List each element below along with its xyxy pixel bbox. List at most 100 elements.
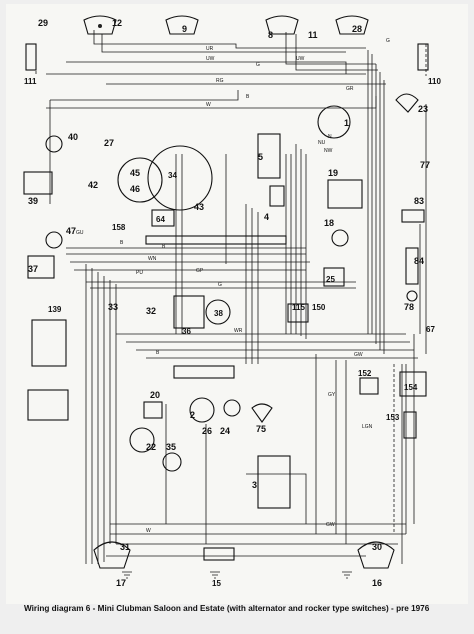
oil-switch-symbol [331, 229, 349, 247]
component-label: 24 [220, 426, 230, 436]
solenoid-symbol [257, 133, 281, 179]
wire-code: W [146, 528, 151, 534]
indicator-left-symbol [25, 43, 37, 71]
component-label: 33 [108, 302, 118, 312]
diagram-sheet [6, 4, 468, 604]
relay-symbol [269, 185, 285, 207]
distributor-symbol [45, 135, 63, 153]
wire-code: UR [206, 46, 214, 52]
component-label: 37 [28, 264, 38, 274]
switch-block-symbol [151, 209, 175, 227]
component-label: 78 [404, 302, 414, 312]
component-label: 28 [352, 24, 362, 34]
switch-83-symbol [401, 209, 425, 223]
component-label: 77 [420, 160, 430, 170]
component-label: 20 [150, 390, 160, 400]
component-label: 30 [372, 542, 382, 552]
rear-lamp-left-symbol [93, 541, 131, 569]
component-label: 16 [372, 578, 382, 588]
component-label: 25 [326, 275, 335, 284]
component-152-symbol [359, 377, 379, 395]
fan-motor-symbol [45, 231, 63, 249]
indicator-right-symbol [417, 43, 429, 71]
wire-code: N [328, 134, 332, 140]
wiring-diagram: 29 12 9 8 11 28 111 110 23 1 40 27 5 77 … [23, 15, 441, 588]
wire-code: B [120, 240, 124, 246]
wire-code: GU [76, 230, 84, 236]
headlamp-right-symbol [335, 15, 369, 35]
wire-codes: G UR UW G RG W B N UW GR B NU NW WN G PU… [76, 38, 390, 534]
component-label: 5 [258, 152, 263, 162]
lamp-78-symbol [406, 290, 418, 302]
component-153-symbol [403, 411, 417, 439]
component-label: 64 [156, 215, 165, 224]
component-label: 42 [88, 180, 98, 190]
component-label: 158 [112, 223, 126, 232]
speedometer-symbol [147, 145, 213, 211]
component-label: 19 [328, 168, 338, 178]
battery-symbol [257, 455, 291, 509]
flasher-unit-symbol [143, 401, 163, 419]
component-label: 43 [194, 202, 204, 212]
component-label: 9 [182, 24, 187, 34]
component-label: 46 [130, 184, 140, 194]
component-label: 8 [268, 30, 273, 40]
wire-code: RG [216, 78, 224, 84]
component-label: 29 [38, 18, 48, 28]
brake-switch-symbol [287, 303, 309, 323]
wire-code: GW [354, 352, 363, 358]
component-label: 84 [414, 256, 424, 266]
component-label: 22 [146, 442, 156, 452]
component-symbols [23, 15, 429, 579]
component-label: 36 [182, 327, 191, 336]
wire-code: B [156, 350, 160, 356]
wire-code: GP [196, 268, 204, 274]
wiring-harness [35, 30, 427, 564]
number-plate-lamp-symbol [203, 547, 235, 561]
starter-symbol [223, 399, 241, 417]
component-label: 150 [312, 303, 326, 312]
wire-code: NU [318, 140, 326, 146]
component-label: 27 [104, 138, 114, 148]
hazard-unit-symbol [27, 389, 69, 421]
wire-code: WR [234, 328, 243, 334]
component-label: 75 [256, 424, 266, 434]
sidelamp-right-symbol [265, 15, 299, 35]
wiper-motor-symbol [323, 267, 345, 287]
component-label: 31 [120, 542, 130, 552]
wire-code: GW [326, 522, 335, 528]
wire-code: UW [206, 56, 215, 62]
diagram-caption: Wiring diagram 6 - Mini Clubman Saloon a… [24, 604, 430, 613]
component-label: 83 [414, 196, 424, 206]
component-label: 15 [212, 579, 221, 588]
component-label: 35 [166, 442, 176, 452]
component-label: 45 [130, 168, 140, 178]
wire-code: LGN [362, 424, 373, 430]
component-label: 115 [292, 303, 305, 312]
rocker-switch-38-symbol [205, 299, 231, 325]
component-label: 111 [24, 77, 37, 86]
ignition-switch-symbol [189, 397, 215, 423]
component-label: 18 [324, 218, 334, 228]
component-labels: 29 12 9 8 11 28 111 110 23 1 40 27 5 77 … [24, 18, 441, 588]
component-label: 67 [426, 325, 435, 334]
component-label: 4 [264, 212, 269, 222]
component-label: 11 [308, 30, 318, 40]
wire-code: W [206, 102, 211, 108]
component-label: 26 [202, 426, 212, 436]
horn-symbol [395, 93, 419, 113]
wire-code: B [162, 244, 166, 250]
rear-lamp-right-symbol [357, 541, 395, 569]
component-label: 17 [116, 578, 126, 588]
component-label: 1 [344, 118, 349, 128]
component-label: 32 [146, 306, 156, 316]
wire-code: GY [328, 392, 336, 398]
wire-code: WN [148, 256, 157, 262]
wire-code: NW [324, 148, 333, 154]
component-label: 40 [68, 132, 78, 142]
gauge-symbol [117, 157, 163, 203]
wire-code: G [386, 38, 390, 44]
component-label: 110 [428, 77, 441, 86]
sidelamp-left-symbol [165, 15, 199, 35]
heater-element-symbol [405, 247, 419, 285]
